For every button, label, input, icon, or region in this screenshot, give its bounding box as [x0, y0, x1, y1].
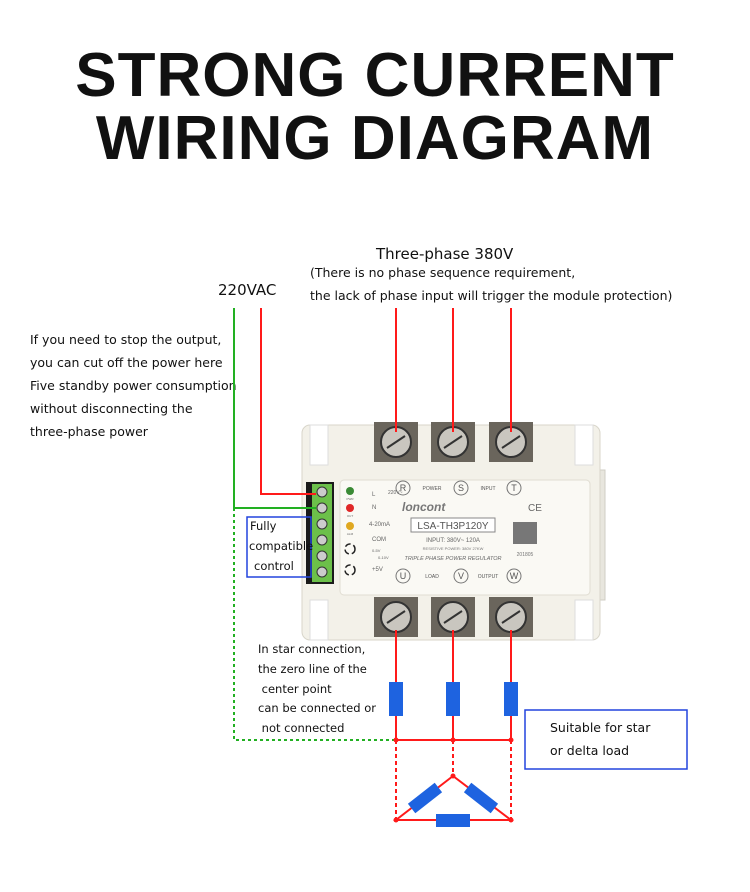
- left-note-line: you can cut off the power here: [30, 355, 223, 370]
- input-rating: INPUT: 380V~ 120A: [426, 538, 480, 544]
- left-note-line: Five standby power consumption: [30, 378, 237, 393]
- led-label: PWR: [347, 497, 355, 501]
- control-label: 220V~: [388, 490, 403, 496]
- control-box-line: control: [254, 559, 294, 573]
- star-note-line: can be connected or: [258, 701, 376, 715]
- resistive-power: RESISTIVE POWER: 380V 27KW: [423, 546, 484, 551]
- control-label: COM: [372, 537, 386, 543]
- left-note-line: without disconnecting the: [30, 401, 193, 416]
- phase-note-2: the lack of phase input will trigger the…: [310, 288, 673, 303]
- product-name: TRIPLE PHASE POWER REGULATOR: [405, 556, 502, 562]
- top-screw-terminals: [374, 422, 533, 462]
- control-label: L: [372, 492, 376, 498]
- control-label: +5V: [372, 567, 383, 573]
- left-note-line: three-phase power: [30, 424, 148, 439]
- control-label: 4-20mA: [369, 522, 390, 528]
- terminal-s: S: [458, 483, 464, 493]
- resistor-icon: [407, 782, 443, 814]
- led-alm-icon: [346, 522, 354, 530]
- terminal-v: V: [458, 571, 464, 581]
- phase-note-1: (There is no phase sequence requirement,: [310, 265, 576, 280]
- led-out-icon: [346, 504, 354, 512]
- input-label: INPUT: [481, 486, 496, 492]
- control-box: [246, 516, 312, 578]
- control-terminal-block: [306, 482, 334, 584]
- three-phase-label: Three-phase 380V: [376, 245, 514, 263]
- terminal-u: U: [400, 571, 407, 581]
- neutral-wire: [233, 308, 396, 741]
- load-resistors: [389, 682, 518, 827]
- title-line-1: STRONG CURRENT: [75, 41, 675, 110]
- load-label: LOAD: [425, 574, 439, 580]
- star-note-line: not connected: [258, 721, 345, 735]
- control-label: N: [372, 505, 376, 511]
- single-phase-label: 220VAC: [218, 281, 277, 299]
- power-regulator-module: R S T POWER INPUT U V W LOAD OUTPUT lonc…: [301, 422, 606, 641]
- resistor-icon: [504, 682, 518, 716]
- left-note-line: If you need to stop the output,: [30, 332, 222, 347]
- potentiometer-icon: [344, 543, 356, 555]
- date-code: 201805: [517, 552, 534, 558]
- load-box-line: or delta load: [550, 743, 630, 758]
- wire-220vac-live: [260, 308, 316, 495]
- input-wires: [260, 308, 512, 495]
- control-box-line: compatible: [249, 539, 314, 553]
- brand-logo: loncont: [402, 500, 446, 514]
- title-line-2: WIRING DIAGRAM: [95, 104, 655, 173]
- star-note-line: center point: [258, 682, 332, 696]
- resistor-icon: [446, 682, 460, 716]
- terminal-w: W: [510, 571, 519, 581]
- power-label: POWER: [423, 486, 442, 492]
- model-number: LSA-TH3P120Y: [417, 521, 488, 532]
- resistor-icon: [463, 782, 499, 814]
- resistor-icon: [436, 814, 470, 827]
- potentiometer-icon: [344, 564, 356, 576]
- terminal-t: T: [511, 483, 517, 493]
- load-box-line: Suitable for star: [550, 720, 651, 735]
- control-label: 0-5V: [372, 548, 381, 553]
- output-wires: [393, 630, 514, 821]
- led-label: ALM: [347, 532, 354, 536]
- led-pwr-icon: [346, 487, 354, 495]
- control-box-line: Fully: [250, 519, 277, 533]
- ce-mark: CE: [528, 503, 542, 514]
- star-note-line: the zero line of the: [258, 662, 367, 676]
- load-box: [524, 709, 688, 770]
- control-label: 0-10V: [378, 555, 389, 560]
- led-label: OUT: [347, 514, 354, 518]
- star-note-line: In star connection,: [258, 642, 366, 656]
- terminal-r: R: [400, 483, 407, 493]
- qr-code-icon: [513, 522, 537, 544]
- resistor-icon: [389, 682, 403, 716]
- output-label: OUTPUT: [478, 574, 499, 580]
